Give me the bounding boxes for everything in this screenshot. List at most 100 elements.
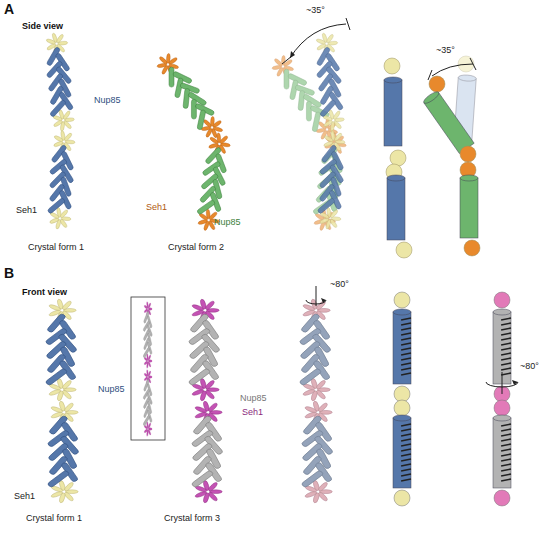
propeller-ball [394,292,410,308]
propeller-blade [56,34,64,44]
structure-shape [458,74,476,81]
stripe [501,368,511,370]
propeller-blade [148,354,151,361]
stripe [501,434,511,436]
helix-cylinder [45,368,68,386]
complex-unit [310,131,349,233]
helix-cylinder [188,368,211,386]
helix-cylinder [298,90,305,110]
stripe [401,333,411,335]
helix-cylinder [422,90,474,154]
stripe [401,434,411,436]
propeller-blade [207,482,218,492]
structure-shape [393,415,411,421]
propeller-ball [394,386,410,402]
helix-cylinder [301,470,324,488]
protein-label: Seh1 [242,408,263,418]
protein-label: Seh1 [146,203,167,213]
angle-label: ~35° [436,46,455,56]
rotation-axis [502,372,503,394]
helix-cylinder [183,88,190,108]
propeller-blade [333,110,341,120]
helix-cylinder [197,199,216,214]
propeller-blade [219,135,229,144]
helix-cylinder [306,101,311,121]
propeller-blade [204,380,215,390]
angle-label: ~35° [306,6,325,16]
complex-unit [301,401,334,503]
stripe [501,459,511,461]
stripe [401,474,411,476]
propeller-ball [396,242,412,258]
arrow-head [321,298,326,303]
structure-shape [384,80,402,146]
angle-label: ~80° [330,280,349,290]
angle-arc [432,64,473,76]
propeller-ball [460,146,476,162]
propeller-blade [317,482,328,492]
stripe [501,343,511,345]
stripe [401,439,411,441]
angle-tick [428,70,432,80]
helix-cylinder [319,99,336,117]
stripe [401,348,411,350]
angle-label: ~80° [520,362,539,372]
complex-unit [47,401,80,503]
stripe [501,358,511,360]
propeller-blade [210,116,214,126]
stripe [401,353,411,355]
complex-unit [191,401,224,503]
helix-cylinder [317,198,335,215]
helix-cylinder [312,112,321,132]
helix-cylinder [197,110,206,130]
stripe [501,439,511,441]
stripe [401,459,411,461]
stripe [501,363,511,365]
propeller-blade [61,300,72,310]
structure-shape [387,175,405,181]
panel-letter: B [4,266,14,281]
stripe [401,449,411,451]
protein-label: Nup85 [240,394,267,404]
form-caption: Crystal form 1 [28,243,84,253]
view-title: Front view [22,288,67,298]
stripe [501,373,511,375]
propeller-blade [166,53,170,63]
propeller-ball [390,150,406,166]
stripe [401,368,411,370]
propeller-blade [63,482,74,492]
structure-shape [393,418,411,488]
propeller-blade [207,402,218,412]
rotation-axis [316,286,317,306]
structure-shape [422,90,440,105]
helix-cylinder [47,198,65,215]
form-caption: Crystal form 2 [168,243,224,253]
propeller-blade [334,132,343,142]
helix-cylinder [143,415,150,427]
helix-cylinder [384,77,402,146]
complex-unit [143,369,152,436]
complex-unit [151,49,229,145]
protein-label: Nup85 [214,218,241,228]
structure-shape [493,309,511,315]
stripe [501,449,511,451]
stripe [401,424,411,426]
propeller-ball [394,490,410,506]
propeller-ball [429,76,445,92]
helix-cylinder [393,415,411,488]
propeller-ball [384,58,400,74]
stripe [401,323,411,325]
protein-label: Nup85 [98,385,125,395]
propeller-ball [394,400,410,416]
view-title: Side view [22,22,63,32]
stripe [401,479,411,481]
stripe [401,444,411,446]
helix-cylinder [143,347,150,359]
complex-unit [266,51,344,147]
propeller-ball [464,240,480,256]
stripe [501,424,511,426]
propeller-ball [494,400,510,416]
stripe [401,363,411,365]
arrow-head [290,51,295,58]
